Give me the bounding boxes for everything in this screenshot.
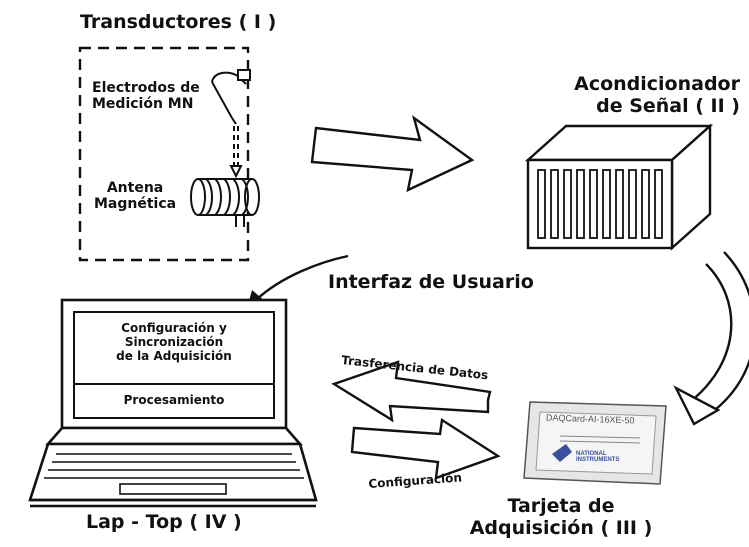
conditioner-label: Acondicionador de Señal ( II ) xyxy=(542,73,740,118)
transducers-box xyxy=(78,46,250,262)
card-title: Tarjeta de Adquisición ( III ) xyxy=(456,495,666,540)
conditioner-label-line-1: Acondicionador xyxy=(574,73,740,95)
arrow-to-conditioner xyxy=(310,115,475,193)
antenna-coil-icon xyxy=(190,178,260,227)
card-title-line-2: Adquisición ( III ) xyxy=(469,516,653,539)
laptop-keyboard xyxy=(44,453,304,495)
daq-card-brand: NATIONAL INSTRUMENTS xyxy=(576,451,619,463)
screen-config-panel: Configuración y Sincronización de la Adq… xyxy=(74,321,274,363)
electrodes-label: Electrodos de Medición MN xyxy=(92,80,200,112)
daq-card-brand-line-2: INSTRUMENTS xyxy=(576,457,620,463)
card-title-line-1: Tarjeta de xyxy=(507,495,615,517)
arrow-data-transfer xyxy=(331,360,492,423)
daq-card-icon xyxy=(523,401,667,485)
antenna-label-line-1: Antena xyxy=(106,180,164,196)
conditioner-label-line-2: de Señal ( II ) xyxy=(596,94,740,117)
screen-config-line-1: Configuración y xyxy=(121,321,227,335)
transducers-title: Transductores ( I ) xyxy=(80,11,277,33)
antenna-label-line-2: Magnética xyxy=(94,196,177,213)
screen-processing-panel: Procesamiento xyxy=(123,393,225,407)
laptop-title: Lap - Top ( IV ) xyxy=(86,511,242,533)
electrodes-label-line-1: Electrodos de xyxy=(92,80,200,96)
user-interface-label: Interfaz de Usuario xyxy=(328,271,534,293)
arrow-configuration xyxy=(350,417,501,480)
antenna-label: Antena Magnética xyxy=(94,180,176,212)
laptop-screen-panels xyxy=(73,311,275,419)
electrode-icon xyxy=(211,69,251,179)
arrow-to-card xyxy=(673,251,749,426)
screen-config-line-2: Sincronización xyxy=(124,334,224,349)
conditioner-fins xyxy=(537,169,663,239)
screen-config-line-3: de la Adquisición xyxy=(116,348,232,363)
electrodes-label-line-2: Medición MN xyxy=(92,96,194,113)
daq-card-brand-line-1: NATIONAL xyxy=(576,451,607,457)
national-instruments-logo xyxy=(552,444,572,462)
